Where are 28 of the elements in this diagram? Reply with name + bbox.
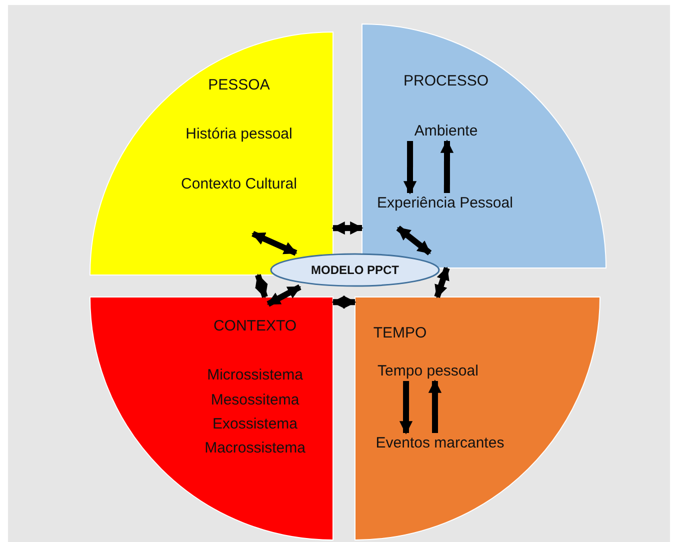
double-arrow <box>396 226 432 256</box>
double-arrow <box>252 230 298 256</box>
quadrant-sector <box>90 297 333 540</box>
arrow <box>440 140 454 193</box>
center-label: MODELO PPCT <box>311 263 399 277</box>
arrow <box>403 140 417 194</box>
text-label: Tempo pessoal <box>378 362 478 380</box>
text-label: Mesossitema <box>210 392 300 408</box>
arrow <box>428 380 442 434</box>
text-label: Macrossistema <box>204 440 306 456</box>
text-label: Ambiente <box>414 122 478 140</box>
double-arrow <box>434 266 450 298</box>
text-label: Contexto Cultural <box>181 176 297 192</box>
text-label: Eventos marcantes <box>376 434 504 452</box>
heading: PESSOA <box>208 76 270 94</box>
double-arrow <box>266 284 302 307</box>
arrow <box>399 381 413 434</box>
heading: PROCESSO <box>403 72 489 90</box>
text-label: História pessoal <box>186 126 292 142</box>
heading: TEMPO <box>373 324 427 342</box>
text-label: Experiência Pessoal <box>377 194 513 212</box>
quadrant-sector <box>355 297 600 540</box>
heading: CONTEXTO <box>213 318 297 334</box>
text-label: Exossistema <box>212 416 298 432</box>
double-arrow <box>332 221 364 235</box>
double-arrow <box>255 274 268 298</box>
text-label: Microssistema <box>207 366 303 384</box>
double-arrow <box>332 296 356 309</box>
